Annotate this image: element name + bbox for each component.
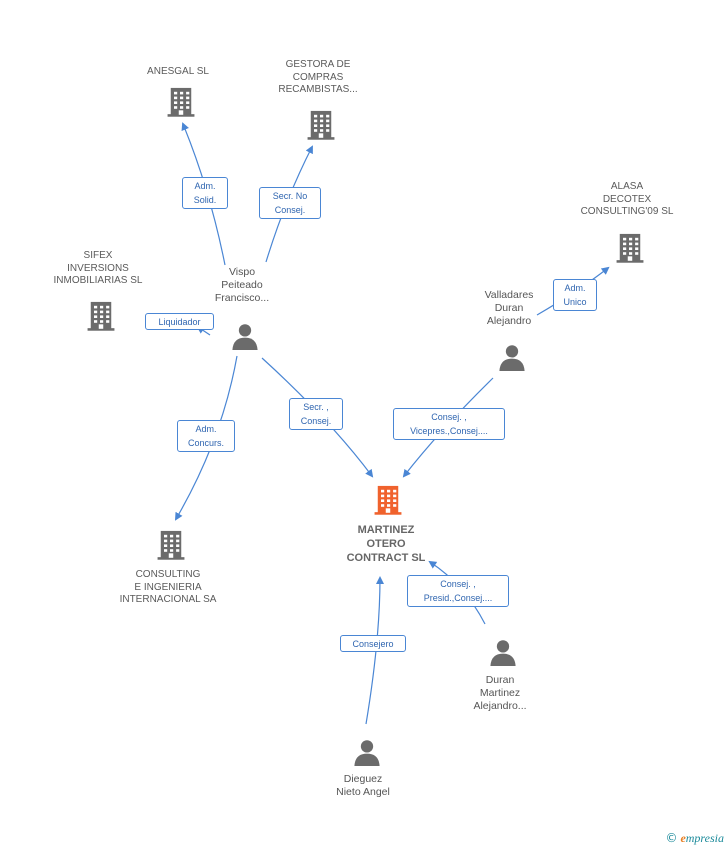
dieguez-label[interactable]: Dieguez Nieto Angel: [336, 773, 390, 798]
consulting-company-icon[interactable]: [155, 529, 187, 566]
martinez-company-icon[interactable]: [372, 484, 404, 521]
edge-label-secr-consej: Secr. , Consej.: [289, 398, 343, 430]
valladares-label[interactable]: Valladares Duran Alejandro: [484, 289, 534, 327]
alasa-label[interactable]: ALASA DECOTEX CONSULTING'09 SL: [580, 181, 674, 217]
duran-label[interactable]: Duran Martinez Alejandro...: [473, 674, 527, 712]
gestora-company-icon[interactable]: [305, 109, 337, 146]
anesgal-label[interactable]: ANESGAL SL: [147, 66, 209, 77]
dieguez-person-icon[interactable]: [353, 738, 381, 771]
edge-label-consej-presid: Consej. , Presid.,Consej....: [407, 575, 509, 607]
sifex-company-icon[interactable]: [85, 300, 117, 337]
edge-label-adm-unico: Adm. Unico: [553, 279, 597, 311]
vispo-label[interactable]: Vispo Peiteado Francisco...: [214, 266, 270, 304]
sifex-label[interactable]: SIFEX INVERSIONS INMOBILIARIAS SL: [53, 250, 143, 286]
duran-person-icon[interactable]: [489, 638, 517, 671]
empresia-brand[interactable]: © empresia: [665, 831, 724, 846]
brand-name: mpresia: [685, 831, 724, 845]
edge-label-adm-solid: Adm. Solid.: [182, 177, 228, 209]
gestora-label[interactable]: GESTORA DE COMPRAS RECAMBISTAS...: [278, 59, 358, 95]
vispo-person-icon[interactable]: [231, 322, 259, 355]
edge-label-adm-concurs: Adm. Concurs.: [177, 420, 235, 452]
consulting-label[interactable]: CONSULTING E INGENIERIA INTERNACIONAL SA: [119, 569, 217, 605]
brand-initial: e: [680, 831, 686, 845]
valladares-person-icon[interactable]: [498, 343, 526, 376]
alasa-company-icon[interactable]: [614, 232, 646, 269]
martinez-label[interactable]: MARTINEZ OTERO CONTRACT SL: [346, 524, 426, 564]
edge-label-secr-no-consej: Secr. No Consej.: [259, 187, 321, 219]
edge-label-liquidador: Liquidador: [145, 313, 214, 330]
anesgal-company-icon[interactable]: [165, 86, 197, 123]
copyright-symbol: ©: [665, 831, 678, 845]
edge-label-consejero: Consejero: [340, 635, 406, 652]
edge-label-consej-vicepres: Consej. , Vicepres.,Consej....: [393, 408, 505, 440]
